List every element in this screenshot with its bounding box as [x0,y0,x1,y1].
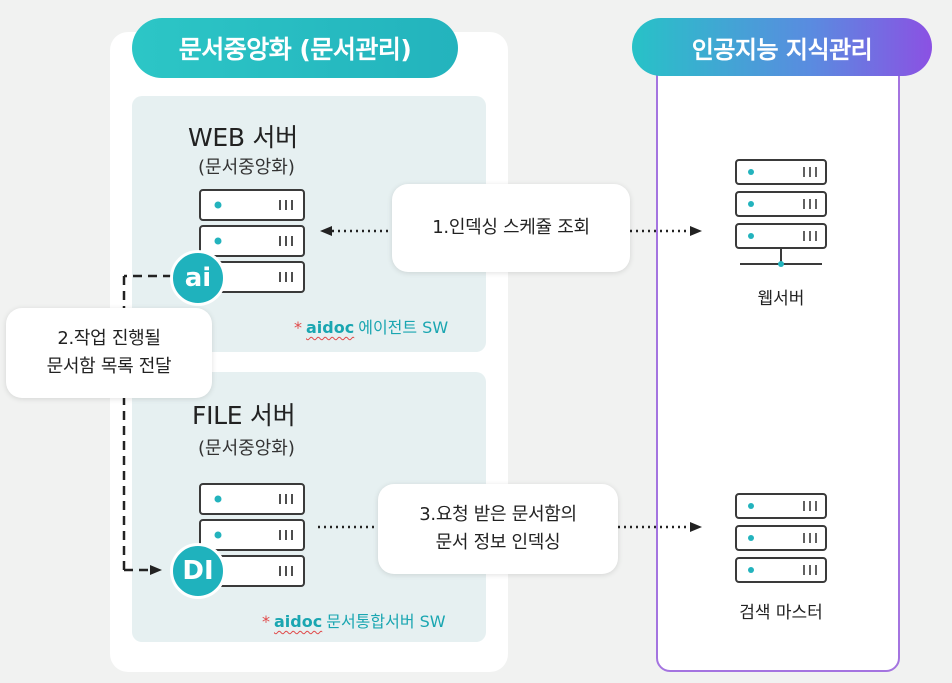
step1-bubble: 1.인덱싱 스케쥴 조회 [392,184,630,272]
di-badge: DI [170,543,226,599]
ai-knowledge-header: 인공지능 지식관리 [632,18,932,76]
step2-bubble: 2.작업 진행될 문서함 목록 전달 [6,308,212,398]
step3-line2: 문서 정보 인덱싱 [435,532,561,553]
web-server-title: WEB 서버 [188,123,298,152]
ai-web-server-icon [735,159,827,267]
aidoc-brand: aidoc [306,318,355,337]
document-centralization-header: 문서중앙화 (문서관리) [132,18,458,78]
step3-bubble: 3.요청 받은 문서함의 문서 정보 인덱싱 [378,484,618,574]
step1-label: 1.인덱싱 스케쥴 조회 [432,217,590,238]
step2-line2: 문서함 목록 전달 [46,356,172,377]
file-server-title: FILE 서버 [192,401,296,430]
step3-line1: 3.요청 받은 문서함의 [419,504,577,525]
ai-web-server-label: 웹서버 [757,289,805,309]
aidoc-brand: aidoc [274,612,323,631]
file-server-subtitle: (문서중앙화) [198,438,295,459]
search-master-server-icon [735,493,827,583]
step2-line1: 2.작업 진행될 [57,328,161,349]
sw-note-star: * [262,612,270,631]
search-master-label: 검색 마스터 [739,603,823,623]
ai-badge: ai [170,250,226,306]
sw-note-star: * [294,318,302,337]
web-server-subtitle: (문서중앙화) [198,157,295,178]
web-sw-text: 에이전트 SW [358,318,449,337]
file-sw-text: 문서통합서버 SW [326,612,446,631]
